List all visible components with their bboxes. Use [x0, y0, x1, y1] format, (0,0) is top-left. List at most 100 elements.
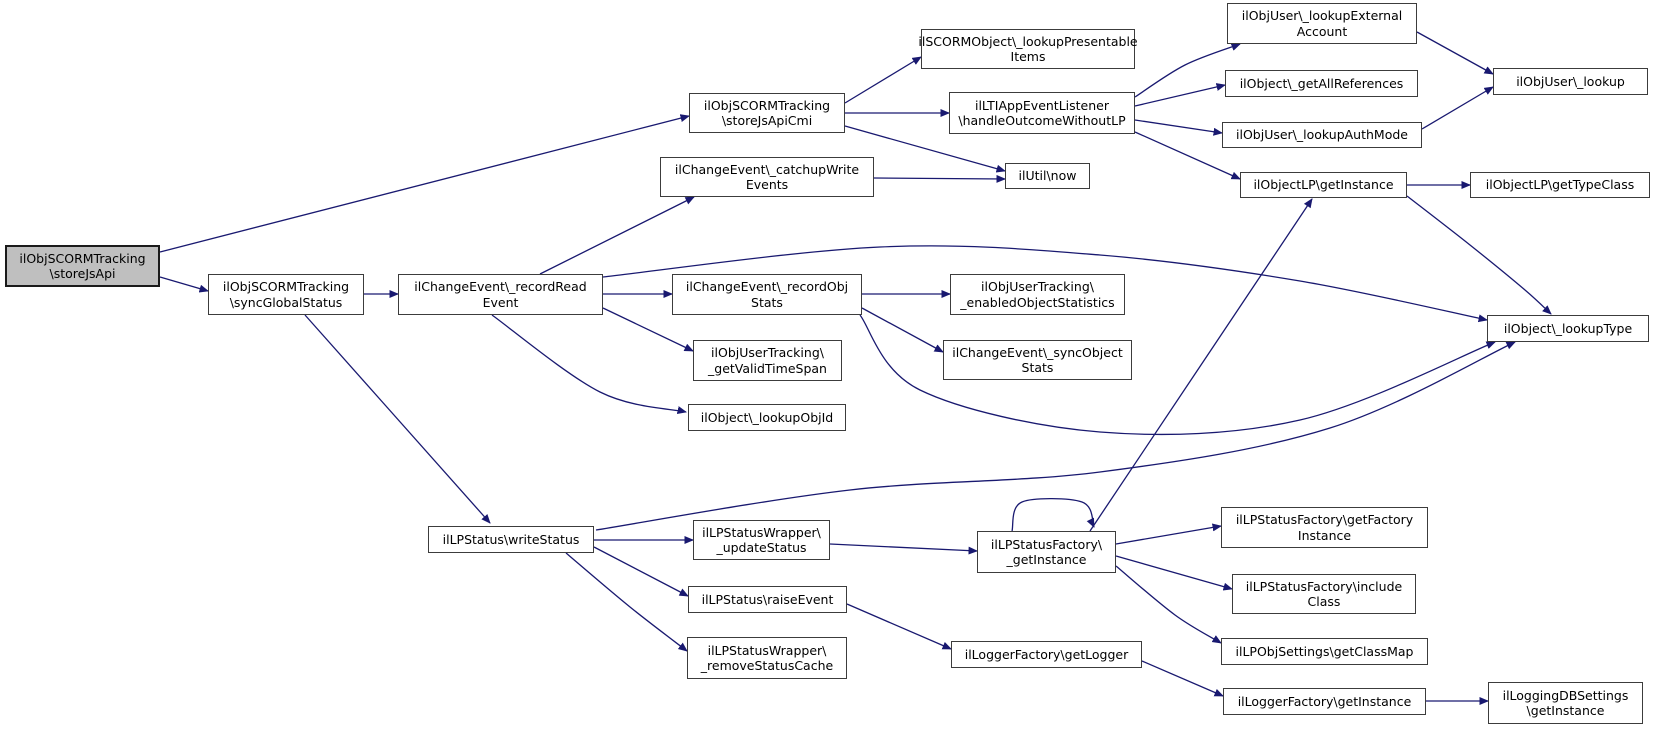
- edge-lookupExternalAccount-to-objUserLookup: [1416, 31, 1494, 75]
- edge-handleOutcomeWithoutLP-to-lookupAuthMode: [1134, 119, 1223, 136]
- graph-node-lookupAuthMode[interactable]: ilObjUser\_lookupAuthMode: [1222, 122, 1422, 148]
- edge-writeStatus-to-lookupType: [595, 341, 1516, 531]
- graph-node-syncGlobalStatus[interactable]: ilObjSCORMTracking\syncGlobalStatus: [208, 274, 364, 315]
- graph-node-label: ilLPStatusFactory\include: [1245, 578, 1403, 594]
- graph-node-label: _removeStatusCache: [700, 658, 834, 673]
- graph-node-label: ilObjectLP\getTypeClass: [1485, 177, 1635, 193]
- graph-node-label: ilChangeEvent\_syncObject: [952, 344, 1123, 360]
- graph-node-getAllReferences[interactable]: ilObject\_getAllReferences: [1225, 70, 1418, 97]
- graph-node-label: Events: [745, 177, 789, 192]
- graph-node-getValidTimeSpan[interactable]: ilObjUserTracking\_getValidTimeSpan: [693, 340, 842, 381]
- graph-node-label: \handleOutcomeWithoutLP: [958, 113, 1126, 128]
- graph-node-label: ilLTIAppEventListener: [974, 97, 1110, 113]
- edge-recordReadEvent-to-getValidTimeSpan: [602, 307, 694, 352]
- graph-node-storeJsApiCmi[interactable]: ilObjSCORMTracking\storeJsApiCmi: [689, 93, 845, 133]
- graph-node-lookupObjId[interactable]: ilObject\_lookupObjId: [688, 404, 846, 431]
- edge-storeJsApiCmi-to-ilUtilNow: [844, 125, 1006, 173]
- graph-node-removeStatusCache[interactable]: ilLPStatusWrapper\_removeStatusCache: [687, 637, 847, 679]
- graph-node-label: ilObjUserTracking\: [981, 279, 1094, 295]
- edge-recordReadEvent-to-lookupObjId: [491, 314, 687, 414]
- graph-node-label: Stats: [1021, 360, 1054, 375]
- graph-node-loggingDBSettings[interactable]: ilLoggingDBSettings\getInstance: [1488, 682, 1643, 724]
- edge-lookupAuthMode-to-objUserLookup: [1421, 86, 1494, 130]
- edge-recordReadEvent-to-catchupWriteEvents: [539, 196, 695, 275]
- edge-getLogger-to-loggerGetInstance: [1141, 660, 1224, 697]
- graph-node-label: ilObjectLP\getInstance: [1253, 177, 1394, 193]
- edge-handleOutcomeWithoutLP-to-getAllReferences: [1134, 83, 1226, 107]
- graph-node-enabledObjectStatistics[interactable]: ilObjUserTracking\_enabledObjectStatisti…: [950, 274, 1125, 315]
- graph-node-lpFactoryGetInstance[interactable]: ilLPStatusFactory\_getInstance: [977, 531, 1116, 573]
- edge-storeJsApi-to-syncGlobalStatus: [159, 276, 209, 293]
- edge-storeJsApi-to-storeJsApiCmi: [159, 114, 690, 253]
- edge-recordReadEvent-to-lookupType: [602, 245, 1488, 323]
- graph-node-loggerGetInstance[interactable]: ilLoggerFactory\getInstance: [1223, 688, 1426, 715]
- graph-node-label: _getInstance: [1006, 552, 1087, 567]
- graph-node-label: \storeJsApi: [49, 266, 116, 281]
- graph-node-label: ilObject\_getAllReferences: [1239, 75, 1404, 91]
- edge-writeStatus-to-removeStatusCache: [565, 552, 688, 652]
- graph-node-label: \syncGlobalStatus: [229, 294, 343, 310]
- graph-node-getLogger[interactable]: ilLoggerFactory\getLogger: [951, 641, 1142, 668]
- graph-node-label: ilLoggerFactory\getLogger: [964, 646, 1129, 662]
- graph-node-label: _updateStatus: [716, 540, 807, 555]
- edge-lpFactoryGetInstance-to-lpFactoryGetInstance: [1011, 497, 1095, 532]
- graph-node-label: ilObject\_lookupType: [1503, 320, 1633, 336]
- graph-node-label: ilLoggingDBSettings: [1502, 687, 1629, 703]
- graph-node-label: ilObject\_lookupObjId: [700, 409, 834, 425]
- graph-node-handleOutcomeWithoutLP[interactable]: ilLTIAppEventListener\handleOutcomeWitho…: [949, 92, 1135, 134]
- edge-recordObjStats-to-lookupType: [859, 314, 1496, 436]
- graph-node-label: ilChangeEvent\_recordObj: [685, 279, 849, 295]
- graph-node-lookupType[interactable]: ilObject\_lookupType: [1487, 315, 1649, 342]
- graph-node-label: ilSCORMObject\_lookupPresentable: [918, 33, 1138, 49]
- edge-handleOutcomeWithoutLP-to-lookupExternalAccount: [1134, 43, 1241, 98]
- graph-node-label: Account: [1296, 23, 1348, 39]
- graph-node-label: ilObjUser\_lookupExternal: [1241, 8, 1403, 24]
- edge-handleOutcomeWithoutLP-to-objectLPgetInstance: [1134, 131, 1241, 180]
- graph-node-label: ilObjUser\_lookup: [1516, 73, 1625, 89]
- edges: [159, 31, 1552, 705]
- graph-node-getTypeClass[interactable]: ilObjectLP\getTypeClass: [1470, 172, 1650, 198]
- edge-raiseEvent-to-getLogger: [846, 603, 952, 650]
- graph-node-updateStatus[interactable]: ilLPStatusWrapper\_updateStatus: [693, 520, 830, 560]
- edge-storeJsApiCmi-to-lookupPresentableItems: [844, 56, 922, 104]
- graph-node-label: ilObjSCORMTracking: [222, 279, 350, 295]
- graph-node-label: ilLPStatusWrapper\: [702, 524, 821, 540]
- graph-node-label: ilLoggerFactory\getInstance: [1237, 693, 1412, 709]
- edge-syncGlobalStatus-to-writeStatus: [304, 314, 491, 524]
- edge-lpFactoryGetInstance-to-objectLPgetInstance: [1089, 198, 1313, 532]
- graph-node-label: ilChangeEvent\_recordRead: [414, 279, 587, 295]
- edge-writeStatus-to-raiseEvent: [593, 546, 689, 597]
- graph-node-getClassMap[interactable]: ilLPObjSettings\getClassMap: [1221, 638, 1428, 665]
- graph-node-label: ilChangeEvent\_catchupWrite: [674, 161, 860, 177]
- graph-node-label: ilUtil\now: [1018, 168, 1077, 184]
- graph-node-label: _getValidTimeSpan: [708, 360, 827, 376]
- graph-node-label: ilLPStatusFactory\: [990, 536, 1103, 552]
- graph-node-label: _enabledObjectStatistics: [960, 294, 1115, 310]
- graph-node-label: ilLPStatusFactory\getFactory: [1235, 512, 1414, 528]
- graph-node-label: Stats: [751, 294, 783, 310]
- graph-node-label: ilLPStatus\writeStatus: [442, 531, 580, 547]
- graph-node-objUserLookup[interactable]: ilObjUser\_lookup: [1493, 68, 1648, 95]
- graph-node-objectLPgetInstance[interactable]: ilObjectLP\getInstance: [1240, 172, 1407, 198]
- graph-node-label: ilLPStatus\raiseEvent: [701, 591, 834, 607]
- edge-lpFactoryGetInstance-to-getFactoryInstance: [1115, 523, 1222, 545]
- graph-node-writeStatus[interactable]: ilLPStatus\writeStatus: [428, 526, 594, 553]
- edge-lpFactoryGetInstance-to-getClassMap: [1115, 565, 1222, 644]
- graph-node-storeJsApi: ilObjSCORMTracking\storeJsApi: [5, 245, 160, 287]
- graph-node-label: Items: [1010, 49, 1046, 64]
- graph-node-label: ilObjSCORMTracking: [19, 250, 146, 266]
- graph-node-raiseEvent[interactable]: ilLPStatus\raiseEvent: [688, 586, 847, 613]
- graph-node-ilUtilNow[interactable]: ilUtil\now: [1005, 163, 1090, 189]
- edge-recordObjStats-to-syncObjectStats: [861, 307, 944, 353]
- graph-node-label: Class: [1307, 594, 1341, 609]
- edge-catchupWriteEvents-to-ilUtilNow: [873, 174, 1006, 183]
